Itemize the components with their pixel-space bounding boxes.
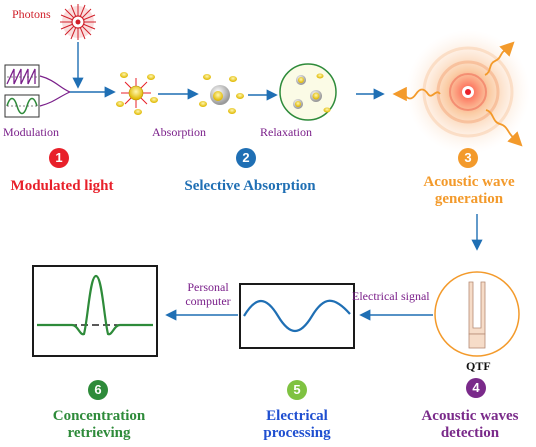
step-5-badge: 5: [287, 380, 307, 400]
step-1-title: Modulated light: [10, 178, 114, 194]
excited-molecules-icon: [199, 74, 244, 114]
step-6-badge: 6: [88, 380, 108, 400]
relaxation-circle-icon: [279, 63, 337, 121]
electrical-signal-label: Electrical signal: [352, 289, 430, 303]
acoustic-wave-icon: [392, 30, 530, 154]
qtf-label: QTF: [466, 359, 491, 373]
concentration-signal-box: [32, 265, 158, 357]
absorption-label: Absorption: [152, 125, 206, 139]
step-2-title: Selective Absorption: [184, 178, 316, 194]
step-3-title: Acoustic wave generation: [423, 174, 515, 208]
step-3-badge: 3: [458, 148, 478, 168]
photon-source-icon: [60, 4, 96, 40]
qtf-circle-icon: [434, 271, 520, 357]
step-4-title: Acoustic waves detection: [421, 408, 519, 442]
step-4-badge: 4: [466, 378, 486, 398]
absorption-molecules-icon: [116, 72, 158, 115]
relaxation-label: Relaxation: [260, 125, 312, 139]
step-5-title: Electrical processing: [263, 408, 331, 442]
electrical-waveform-box: [239, 283, 355, 349]
step-6-title: Concentration retrieving: [52, 408, 146, 442]
photons-label: Photons: [12, 7, 51, 21]
step-2-badge: 2: [236, 148, 256, 168]
modulation-signals-icon: [4, 64, 40, 118]
personal-computer-label: Personal computer: [185, 280, 231, 308]
modulation-label: Modulation: [3, 125, 59, 139]
step-1-badge: 1: [49, 148, 69, 168]
